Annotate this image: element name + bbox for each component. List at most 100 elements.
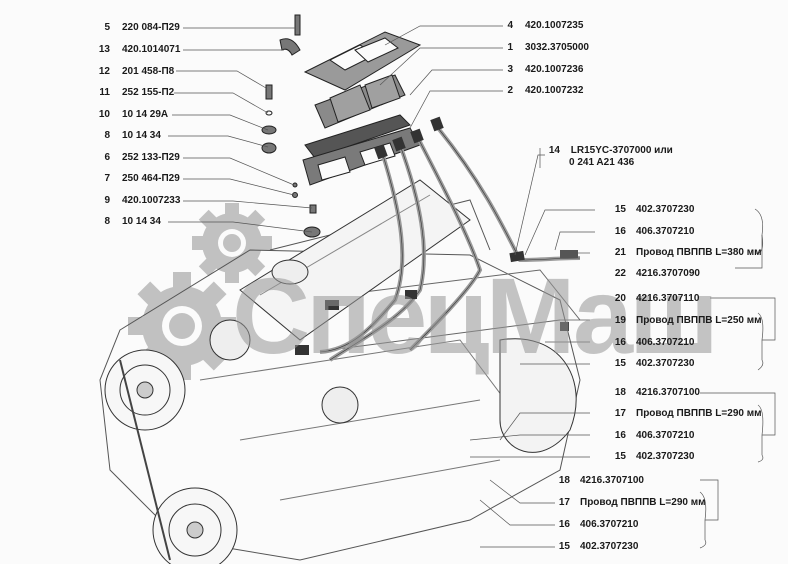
callout-number: 16 [614,337,626,348]
part-label: 2 420.1007232 [505,85,583,97]
part-code: 402.3707230 [636,358,695,369]
part-code: 4216.3707100 [580,475,644,486]
wire-boots [295,116,578,355]
part-label: 11 252 155-П2 [96,87,174,99]
callout-number: 11 [99,87,110,98]
callout-number: 5 [104,22,110,33]
callout-number: 10 [98,109,110,120]
callout-number: 14 [548,145,560,156]
part-code: 420.1014071 [122,44,181,55]
callout-number: 8 [104,216,110,227]
callout-number: 16 [558,519,570,530]
part-code: 10 14 29А [122,109,169,120]
part-label: 8 10 14 34 [96,130,161,142]
part-code: Провод ПВППВ L=250 мм [636,315,762,326]
fasteners [261,14,321,238]
part-code: 250 464-П29 [122,173,180,184]
part-label: 17 Провод ПВППВ L=290 мм [556,497,706,509]
part-code: 4216.3707100 [636,387,700,398]
callout-number: 17 [614,408,626,419]
callout-number: 2 [507,85,513,96]
callout-number: 4 [507,20,513,31]
spark-plug-label: 14 LR15YC-3707000 или [548,145,673,157]
part-label: 16 406.3707210 [556,519,639,531]
part-label: 13 420.1014071 [96,44,181,56]
part-label: 10 10 14 29А [96,109,168,121]
part-label: 15 402.3707230 [612,204,695,216]
part-label: 9 420.1007233 [96,195,180,207]
engine-block-outline [99,249,581,561]
part-label: 15 402.3707230 [556,541,639,553]
callout-number: 8 [104,130,110,141]
part-label: 20 4216.3707110 [612,293,700,305]
callout-number: 22 [614,268,626,279]
callout-number: 15 [614,358,626,369]
callout-number: 7 [104,173,110,184]
callout-number: 16 [614,226,626,237]
part-code: 420.1007236 [525,64,584,75]
part-label: 16 406.3707210 [612,337,695,349]
part-label: 21 Провод ПВППВ L=380 мм [612,247,762,259]
part-code: 420.1007235 [525,20,584,31]
callout-number: 3 [507,64,513,75]
callout-number: 16 [614,430,626,441]
part-label: 8 10 14 34 [96,216,161,228]
part-code: 201 458-П8 [122,66,175,77]
part-code: 406.3707210 [636,226,695,237]
part-code: 402.3707230 [636,451,695,462]
callout-number: 19 [614,315,626,326]
callout-number: 18 [614,387,626,398]
callout-number: 18 [558,475,570,486]
part-code: 252 133-П29 [122,152,180,163]
ignition-coil-assembly [302,31,422,186]
callout-number: 6 [104,152,110,163]
part-label: 12 201 458-П8 [96,66,174,78]
part-label: 18 4216.3707100 [556,475,644,487]
part-code: 406.3707210 [580,519,639,530]
part-code: 420.1007232 [525,85,584,96]
part-code: 4216.3707090 [636,268,700,279]
part-code: 420.1007233 [122,195,181,206]
callout-number: 9 [104,195,110,206]
callout-number: 15 [614,451,626,462]
part-code: Провод ПВППВ L=380 мм [636,247,762,258]
part-label: 17 Провод ПВППВ L=290 мм [612,408,762,420]
part-code: 220 084-П29 [122,22,180,33]
spark-plug-alt-code: 0 241 A21 436 [569,157,635,168]
part-code: 252 155-П2 [122,87,175,98]
part-code: Провод ПВППВ L=290 мм [580,497,706,508]
part-label: 3 420.1007236 [505,64,583,76]
callout-number: 17 [558,497,570,508]
callout-number: 15 [614,204,626,215]
leader-lines [168,25,776,549]
part-label: 19 Провод ПВППВ L=250 мм [612,315,762,327]
callout-number: 1 [507,42,513,53]
part-code: Провод ПВППВ L=290 мм [636,408,762,419]
watermark-text: СпецМаш [232,255,719,376]
part-code: 402.3707230 [636,204,695,215]
callout-number: 20 [614,293,626,304]
part-code: 3032.3705000 [525,42,589,53]
part-code: LR15YC-3707000 или [570,145,673,156]
callout-number: 13 [98,44,110,55]
part-label: 15 402.3707230 [612,451,695,463]
part-code: 10 14 34 [122,216,161,227]
part-code: 10 14 34 [122,130,161,141]
part-label: 15 402.3707230 [612,358,695,370]
callout-number: 12 [98,66,110,77]
part-label: 1 3032.3705000 [505,42,589,54]
callout-number: 21 [614,247,626,258]
callout-number: 15 [558,541,570,552]
part-label: 16 406.3707210 [612,226,695,238]
part-code: 4216.3707110 [636,293,700,304]
part-label: 5 220 084-П29 [96,22,180,34]
part-code: 402.3707230 [580,541,639,552]
part-label: 7 250 464-П29 [96,173,180,185]
part-label: 4 420.1007235 [505,20,583,32]
part-label: 18 4216.3707100 [612,387,700,399]
part-label: 6 252 133-П29 [96,152,180,164]
part-code: 406.3707210 [636,337,695,348]
